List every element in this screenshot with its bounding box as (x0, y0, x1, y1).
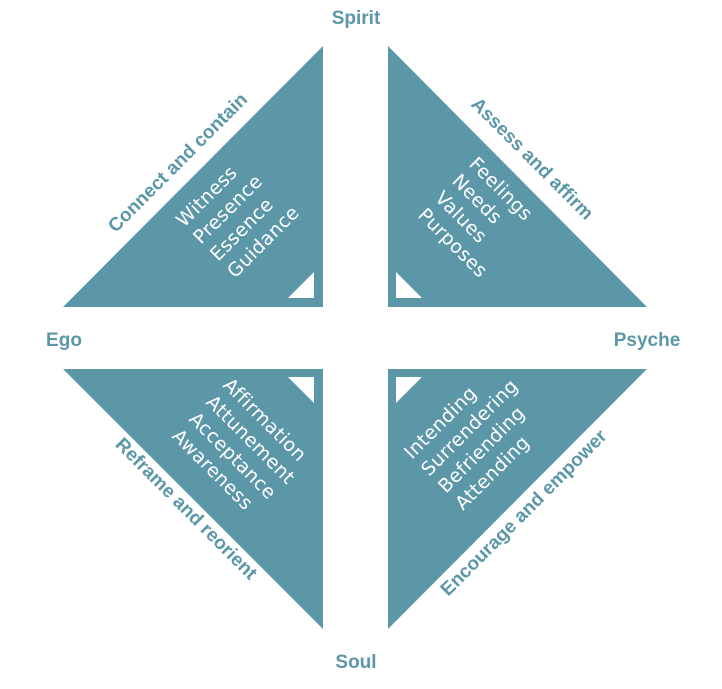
triangle-top-right (388, 46, 647, 307)
corner-marker-bottom-left (288, 377, 314, 403)
triangle-bottom-left (63, 369, 323, 629)
item-list-bottom-right: IntendingSurrenderingBefriendingAttendin… (400, 375, 534, 515)
corner-marker-bottom-right (396, 377, 422, 403)
pole-label-ego: Ego (46, 330, 82, 351)
triangle-top-left (63, 46, 323, 307)
corner-marker-top-right (396, 272, 422, 298)
corner-marker-top-left (288, 272, 314, 298)
pole-label-soul: Soul (335, 652, 376, 673)
pole-label-psyche: Psyche (614, 330, 681, 351)
triangle-bottom-right (388, 369, 647, 629)
pole-label-spirit: Spirit (332, 8, 381, 29)
